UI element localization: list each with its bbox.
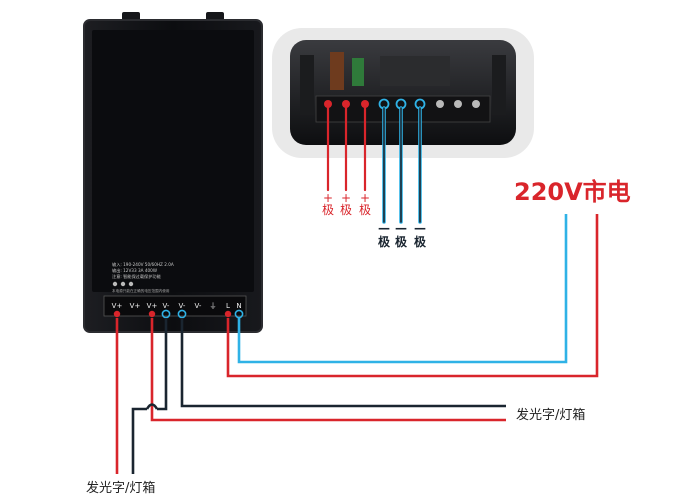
plus-sign-2: +	[341, 191, 351, 205]
plus-labels: + 极 + 极 + 极	[322, 191, 371, 217]
psu-spec-label: 输入: 190-240V 50/60HZ 2.0A 输出: 12V33 3A 4…	[112, 261, 174, 293]
terminal-label-6: ⏚	[210, 302, 217, 310]
wire-mains-l	[226, 214, 599, 378]
closeup-screw-6	[472, 100, 480, 108]
load-label-right: 发光字/灯箱	[516, 407, 585, 423]
plus-char-1: 极	[322, 203, 334, 217]
cert-icon-2	[120, 281, 126, 287]
terminal-screw-vplus-2	[148, 310, 156, 318]
terminal-label-2: V+	[147, 302, 158, 310]
minus-char-3: 极	[414, 234, 427, 249]
terminal-screw-vminus	[161, 309, 171, 319]
closeup-screw-plus-3	[361, 100, 369, 108]
terminal-label-5: V-	[195, 302, 202, 310]
minus-sign-2: —	[395, 221, 407, 235]
wire-load-bottom-vminus-a	[157, 318, 168, 411]
closeup-photo	[290, 40, 516, 145]
wire-hop	[145, 403, 159, 410]
terminal-screw-n	[234, 309, 244, 319]
terminal-closeup	[272, 28, 534, 158]
plus-sign-3: +	[360, 191, 370, 205]
terminal-label-0: V+	[112, 302, 123, 310]
pcb-area	[380, 56, 450, 86]
closeup-screw-plus-2	[342, 100, 350, 108]
closeup-screws	[324, 98, 480, 110]
psu-front-panel	[92, 30, 254, 292]
wire-load-bottom-vminus-b	[131, 407, 147, 474]
minus-sign-1: —	[378, 221, 390, 235]
terminal-label-7: L	[226, 302, 230, 310]
minus-char-1: 极	[378, 234, 391, 249]
plus-char-3: 极	[359, 203, 371, 217]
terminal-label-1: V+	[130, 302, 141, 310]
mains-label: 220V市电	[514, 178, 631, 206]
coil-component	[330, 52, 344, 90]
closeup-screw-4	[436, 100, 444, 108]
terminal-screw-vplus	[113, 310, 121, 318]
power-supply: 输入: 190-240V 50/60HZ 2.0A 输出: 12V33 3A 4…	[83, 12, 263, 333]
wire-load-right-vplus	[150, 318, 506, 422]
plus-char-2: 极	[340, 203, 352, 217]
terminal-screw-vminus-2	[177, 309, 187, 319]
load-label-bottom: 发光字/灯箱	[86, 480, 155, 496]
minus-char-2: 极	[395, 234, 408, 249]
terminal-strip	[103, 295, 247, 317]
spec-line-2: 输出: 12V33 3A 400W	[112, 267, 157, 274]
spec-footer: 本电源只能在正确的电压范围内使用	[112, 288, 170, 293]
cert-icon-1	[112, 281, 118, 287]
bracket-right	[492, 55, 506, 115]
wire-load-right-vminus	[180, 318, 506, 408]
wiring	[115, 214, 599, 474]
plus-sign-1: +	[323, 191, 333, 205]
terminal-label-8: N	[236, 302, 241, 310]
closeup-leads	[326, 106, 422, 224]
spec-line-3: 注意: 智能保过载保护功能	[112, 273, 162, 280]
wire-mains-n	[237, 214, 568, 364]
terminal-label-3: V-	[163, 302, 170, 310]
minus-sign-3: —	[414, 221, 426, 235]
closeup-screw-5	[454, 100, 462, 108]
spec-line-1: 输入: 190-240V 50/60HZ 2.0A	[112, 261, 174, 268]
closeup-screw-plus-1	[324, 100, 332, 108]
capacitor-component	[352, 58, 364, 86]
terminal-label-4: V-	[179, 302, 186, 310]
terminal-screw-l	[224, 310, 232, 318]
minus-labels: — 极 — 极 — 极	[378, 221, 427, 249]
cert-icon-3	[128, 281, 134, 287]
bracket-left	[300, 55, 314, 115]
